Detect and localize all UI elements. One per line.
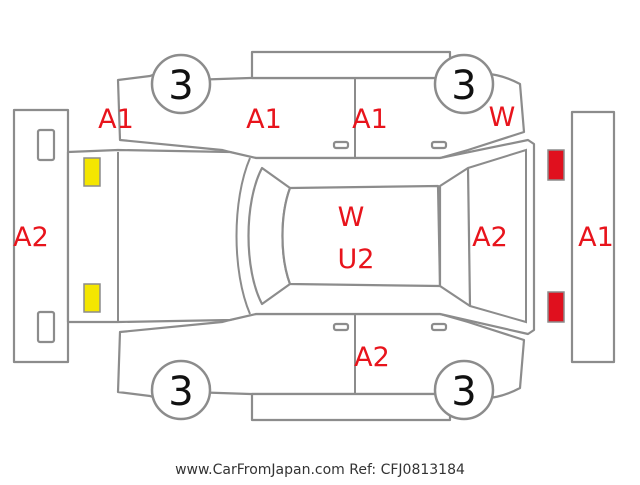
car-body-top [66,138,536,336]
front-left-lamp [83,157,101,187]
label-front-bumper: A2 [13,222,49,253]
label-left-rear-quarter: W [489,102,516,133]
tire-rear-left-grade: 3 [451,63,476,109]
label-rear-window: A2 [472,222,508,253]
tire-rear-left: 3 [433,53,495,115]
tire-rear-right-grade: 3 [451,369,476,415]
front-bumper [12,108,70,364]
tire-front-right: 3 [150,359,212,421]
tire-front-right-grade: 3 [168,369,193,415]
footer-reference: www.CarFromJapan.com Ref: CFJ0813184 [175,462,465,478]
label-right-rear-door: A2 [354,342,390,373]
tire-front-left-grade: 3 [168,63,193,109]
front-right-lamp [83,283,101,313]
tire-rear-right: 3 [433,359,495,421]
tire-front-left: 3 [150,53,212,115]
rear-left-lamp [547,149,565,181]
rear-right-lamp [547,291,565,323]
label-roof-line1: W [338,202,365,233]
rear-bumper [570,110,616,364]
label-rear-bumper: A1 [578,222,614,253]
label-front-left-fender: A1 [98,104,134,135]
label-left-front-door: A1 [246,104,282,135]
label-left-rear-door: A1 [352,104,388,135]
right-side-panel [116,312,526,422]
label-roof-line2: U2 [338,244,375,275]
